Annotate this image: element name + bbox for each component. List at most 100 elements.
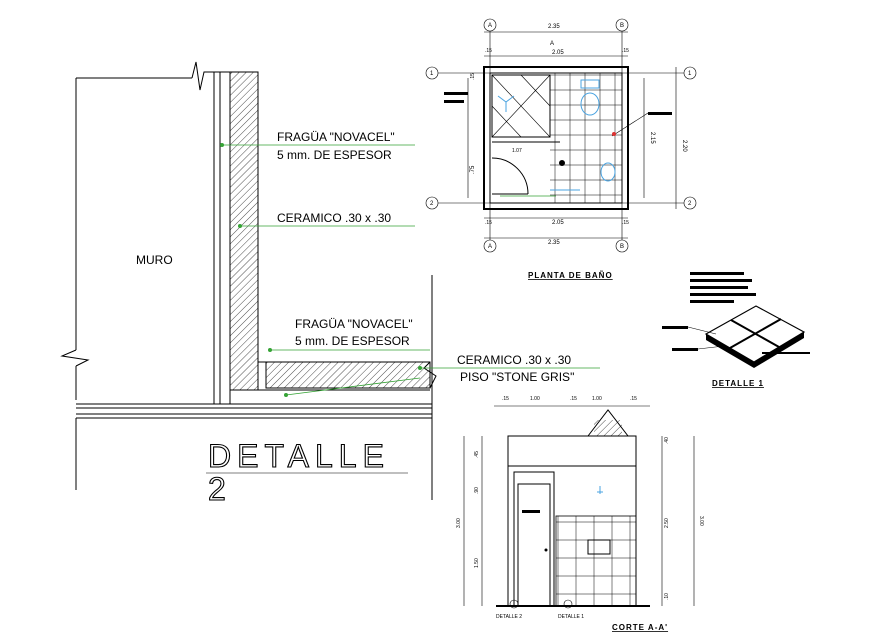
- dim-right-inner: 2.15: [649, 132, 655, 144]
- d1-leader-2: [697, 345, 725, 350]
- sec-dim-top-2: 1.00: [530, 396, 540, 402]
- sec-wall-tiles: [555, 515, 637, 607]
- d1-leader-1: [687, 326, 717, 335]
- grout-wall-label-1: FRAGÜA "NOVACEL": [277, 130, 395, 144]
- sec-dim-left-2: .90: [474, 487, 480, 494]
- tile-wall-leader-dot: [238, 224, 242, 228]
- wall-label: MURO: [136, 253, 173, 267]
- sec-dim-right-total: 3.00: [698, 516, 704, 526]
- plan-note-bar-3: [648, 112, 672, 115]
- toilet-icon: [580, 92, 600, 116]
- dim-right-overall: 2.20: [681, 140, 687, 152]
- section-aa: .15 1.00 .15 1.00 .15 3.00 .45 .90 1.50 …: [456, 396, 704, 632]
- d1-note-2: [690, 279, 752, 282]
- grout-floor-leader-dot: [268, 348, 272, 352]
- dim-edge-left: .15: [470, 73, 476, 80]
- grout-wall-label-2: 5 mm. DE ESPESOR: [277, 148, 392, 162]
- sec-vanity: [587, 539, 611, 555]
- dim-edge-bottom-right: .15: [622, 220, 629, 226]
- d1-tile-base: [706, 334, 754, 368]
- sec-shower-head-icon: [597, 486, 603, 494]
- plan-title: PLANTA DE BAÑO: [528, 271, 613, 280]
- sec-callout-left: DETALLE 2: [496, 614, 522, 620]
- grout-wall-leader-dot: [220, 143, 224, 147]
- shower-valve-icon: [497, 95, 515, 112]
- toilet-tank-icon: [580, 79, 600, 89]
- d1-note-5: [690, 300, 734, 303]
- dim-shower: 1.07: [512, 148, 522, 154]
- floor-break: [423, 361, 437, 389]
- dim-bottom-inner: 2.05: [552, 220, 564, 226]
- sec-note-bar-1: [522, 510, 540, 513]
- floor-finish-leader: [285, 377, 421, 396]
- sec-roof-vent-hatch: [594, 420, 622, 436]
- sec-dim-top-3: .15: [570, 396, 577, 402]
- detail-1: DETALLE 1: [662, 272, 810, 388]
- sec-dim-right-1: .40: [664, 437, 670, 444]
- floor-finish-leader-dot: [284, 393, 288, 397]
- bathroom-plan: A B A B 1 2 1 2 2.35 2.05 A .15 .15 2.05…: [425, 18, 697, 280]
- sec-dim-left-total: 3.00: [456, 518, 462, 528]
- sec-callout-bubble-right: [563, 599, 573, 609]
- axis-b-top: B: [620, 23, 624, 29]
- plan-note-bar-2: [444, 100, 464, 103]
- sec-dim-top-4: 1.00: [592, 396, 602, 402]
- d1-note-7: [672, 348, 698, 351]
- wall-tile-hatch: [229, 71, 259, 391]
- dim-bottom-overall: 2.35: [548, 240, 560, 246]
- axis-a-top: A: [488, 23, 492, 29]
- sec-callout-bubble-left: [509, 599, 519, 609]
- shower-diag-3: [520, 74, 551, 107]
- axis-2-left: 2: [430, 201, 434, 207]
- sec-dim-left-3: 1.50: [474, 558, 480, 568]
- plan-outer-wall: [483, 66, 629, 210]
- section-title: CORTE A-A': [612, 623, 668, 632]
- sec-dim-top-5: .15: [630, 396, 637, 402]
- floor-tile-hatch: [265, 361, 431, 389]
- d1-note-1: [690, 272, 744, 275]
- dim-edge-top-right: .15: [622, 48, 629, 54]
- dim-edge-bottom-left: .15: [485, 220, 492, 226]
- section-mark-top: A: [550, 41, 554, 47]
- axis-a-bottom: A: [488, 244, 492, 250]
- d1-note-3: [690, 286, 748, 289]
- sec-dim-left-1: .45: [474, 451, 480, 458]
- plan-floor-tiles: [550, 73, 622, 203]
- sec-dim-top-1: .15: [502, 396, 509, 402]
- shower-diag-2: [491, 74, 551, 138]
- dim-left: .75: [470, 165, 476, 174]
- detail-2: MURO FRAGÜA "NOVACEL" 5 mm. DE ESPESOR C…: [60, 61, 600, 508]
- floor-drain-icon: [559, 160, 565, 166]
- sec-dim-right-3: .10: [664, 593, 670, 600]
- d1-tile-base-right: [754, 332, 804, 368]
- dim-top-inner: 2.05: [552, 50, 564, 56]
- detail-1-title: DETALLE 1: [712, 379, 764, 388]
- door-swing: [491, 157, 529, 195]
- grout-floor-label-2: 5 mm. DE ESPESOR: [295, 334, 410, 348]
- axis-b-bottom: B: [620, 244, 624, 250]
- detail-2-title: DETALLE: [208, 438, 390, 474]
- sec-door-frame: [517, 483, 551, 607]
- axis-2-right: 2: [688, 201, 692, 207]
- plan-note-leader: [611, 112, 649, 137]
- sec-callout-right: DETALLE 1: [558, 614, 584, 620]
- detail-2-number: 2: [208, 471, 232, 507]
- sec-door-knob: [544, 548, 548, 552]
- plan-note-bar-1: [444, 92, 468, 95]
- plan-note-marker: [612, 132, 616, 136]
- shower-diag-4: [491, 105, 522, 138]
- d1-note-8: [762, 352, 810, 354]
- sec-door: [513, 471, 555, 607]
- grout-floor-label-1: FRAGÜA "NOVACEL": [295, 317, 413, 331]
- wall-break-left: [60, 349, 90, 367]
- tile-floor-leader-dot: [418, 366, 422, 370]
- axis-1-left: 1: [430, 71, 434, 77]
- tile-floor-label: CERAMICO .30 x .30: [457, 353, 571, 367]
- sink-icon: [600, 162, 616, 182]
- d1-note-4: [690, 293, 756, 296]
- floor-finish-label: PISO "STONE GRIS": [460, 370, 574, 384]
- axis-1-right: 1: [688, 71, 692, 77]
- sec-top-beam: [507, 435, 637, 467]
- tile-wall-label: CERAMICO .30 x .30: [277, 211, 391, 225]
